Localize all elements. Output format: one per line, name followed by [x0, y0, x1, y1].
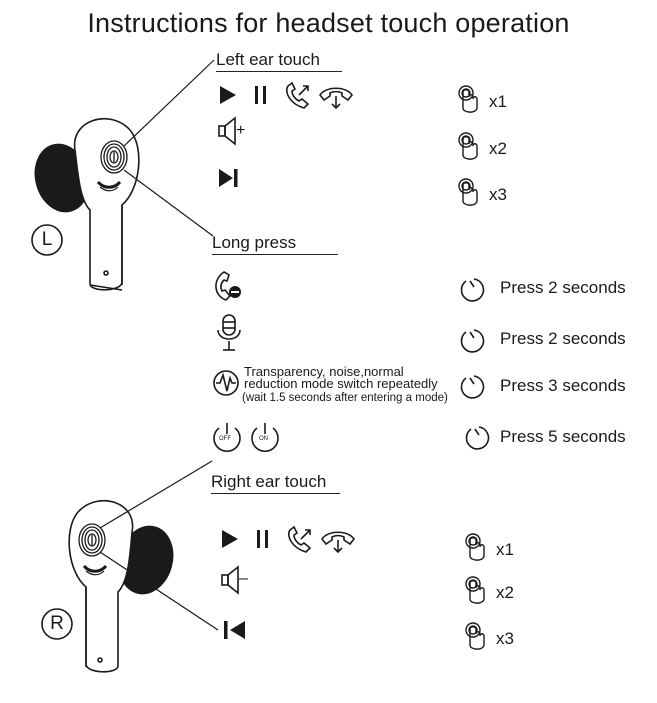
left-badge: L [41, 229, 53, 250]
right-badge: R [50, 613, 64, 634]
volume-icon [218, 116, 236, 146]
press-duration-label: Press 5 seconds [500, 427, 626, 446]
tap-count-x1: x1 [496, 540, 514, 559]
timer-icon [465, 426, 490, 450]
power-icon [251, 423, 279, 453]
answer-call-icon [288, 525, 312, 553]
tap-count-x3: x3 [489, 185, 507, 204]
reject-call-icon [215, 271, 241, 301]
fingerprint-icon [78, 523, 106, 557]
page-title: Instructions for headset touch operation [87, 8, 570, 38]
right-ear-touch-heading: Right ear touch [211, 472, 340, 494]
pause-icon [257, 530, 268, 548]
noise-mode-icon [213, 370, 239, 396]
power-icon [213, 423, 241, 453]
tap-count-x2: x2 [489, 139, 507, 158]
timer-icon [460, 375, 485, 399]
previous-track-icon [224, 621, 245, 639]
answer-call-icon [286, 81, 310, 109]
press-duration-label: Press 2 seconds [500, 278, 626, 297]
right-bottom-line [99, 551, 219, 631]
finger-tap-icon [465, 576, 485, 604]
finger-tap-icon [458, 132, 478, 160]
left-ear-touch-heading: Left ear touch [216, 50, 342, 72]
next-track-icon [219, 169, 238, 187]
timer-icon [460, 329, 485, 353]
finger-tap-icon [465, 622, 485, 650]
volume-icon [221, 565, 239, 595]
long-press-heading: Long press [212, 233, 338, 255]
microphone-icon [217, 314, 241, 351]
tap-count-x1: x1 [489, 92, 507, 111]
left-pointer-line [123, 59, 215, 147]
fingerprint-icon [100, 140, 128, 174]
pause-icon [255, 86, 266, 104]
play-icon [222, 530, 238, 548]
finger-tap-icon [465, 533, 485, 561]
left-badge-circle [31, 224, 63, 256]
press-duration-label: Press 2 seconds [500, 329, 626, 348]
tap-count-x3: x3 [496, 629, 514, 648]
hang-up-icon [321, 531, 355, 554]
press-duration-label: Press 3 seconds [500, 376, 626, 395]
left-longpress-line [123, 169, 214, 237]
timer-icon [460, 278, 485, 302]
finger-tap-icon [458, 178, 478, 206]
hang-up-icon [319, 87, 353, 110]
volume-up-sign: + [236, 122, 246, 139]
right-pointer-line [99, 460, 213, 529]
tap-count-x2: x2 [496, 583, 514, 602]
mode-switch-text-line2: reduction mode switch repeatedly [244, 376, 438, 391]
mode-switch-text-line1: Transparency, noise,normal [244, 364, 404, 379]
volume-down-sign: – [239, 570, 248, 587]
power-off-label: OFF [219, 436, 231, 442]
right-badge-circle [41, 608, 73, 640]
play-icon [220, 86, 236, 104]
power-on-label: ON [259, 436, 268, 442]
mode-switch-note: (wait 1.5 seconds after entering a mode) [242, 392, 448, 404]
finger-tap-icon [458, 85, 478, 113]
